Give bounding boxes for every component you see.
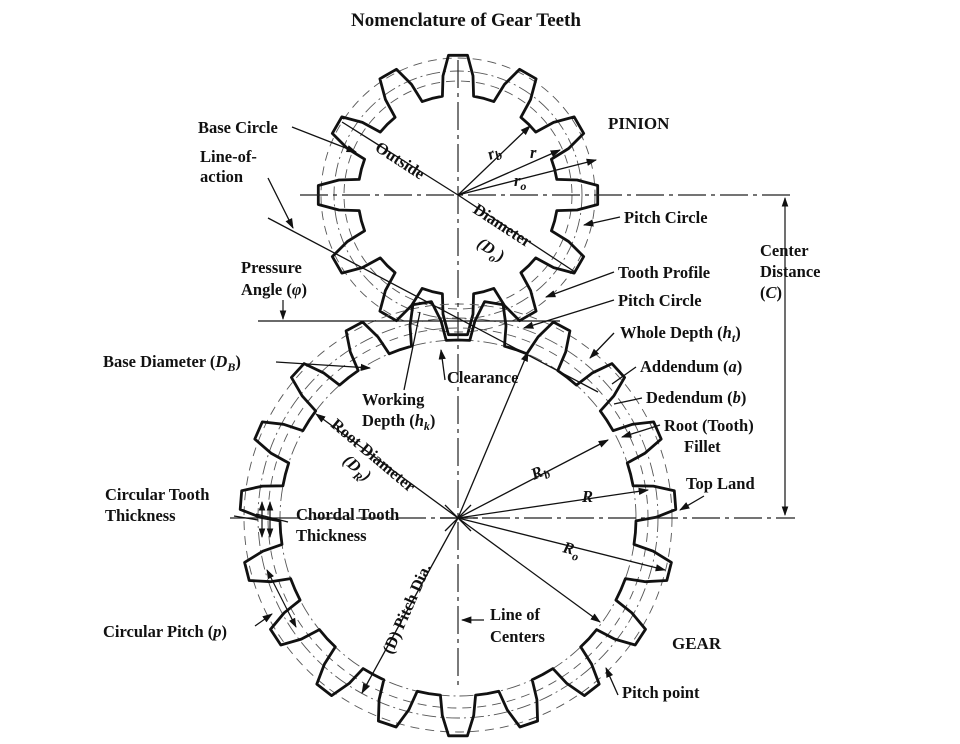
ro-label: ro bbox=[514, 171, 526, 193]
pitch-diameter-label: (D) Pitch Dia. bbox=[378, 561, 435, 657]
dedendum-leader bbox=[613, 397, 643, 405]
outside-diameter-line-a bbox=[341, 121, 459, 196]
circular-pitch-label: Circular Pitch (p) bbox=[103, 622, 227, 641]
pinion-ro-line bbox=[457, 158, 598, 196]
working-depth-label-2: Depth (hk) bbox=[362, 411, 435, 433]
line-of-action-label-1: Line-of- bbox=[200, 147, 257, 166]
dedendum-label: Dedendum (b) bbox=[646, 388, 746, 407]
pinion-rb-line bbox=[457, 125, 531, 196]
tooth-profile-label: Tooth Profile bbox=[618, 263, 710, 282]
gear-radius-line-down bbox=[457, 517, 601, 623]
R-label: R bbox=[581, 487, 593, 506]
gear-heading: GEAR bbox=[672, 634, 722, 653]
center-distance-label-2: Distance bbox=[760, 262, 821, 281]
gear-center-cross-c bbox=[444, 504, 472, 532]
pitch-diameter-line bbox=[361, 517, 459, 694]
base-circle-label: Base Circle bbox=[198, 118, 278, 137]
addendum-leader bbox=[611, 366, 637, 385]
line-of-centers-label-2: Centers bbox=[490, 627, 546, 646]
working-depth-label-1: Working bbox=[362, 390, 425, 409]
Rb-label: Rb bbox=[527, 459, 552, 486]
pinion-heading: PINION bbox=[608, 114, 670, 133]
top-land-label: Top Land bbox=[686, 474, 755, 493]
gear-tooth-outline bbox=[238, 300, 678, 738]
outside-diameter-line-b bbox=[457, 194, 576, 273]
chordal-tooth-thickness-label-2: Thickness bbox=[296, 526, 367, 545]
line-of-action-leader bbox=[267, 177, 294, 229]
line-of-action-label-2: action bbox=[200, 167, 243, 186]
gear-radius-line-up bbox=[457, 351, 529, 519]
circular-tooth-thickness-label-1: Circular Tooth bbox=[105, 485, 209, 504]
pinion-pitch-circle-leader bbox=[582, 216, 621, 227]
clearance-label: Clearance bbox=[447, 368, 518, 387]
root-fillet-label-2: Fillet bbox=[684, 437, 721, 456]
outside-label: Outside bbox=[372, 137, 428, 183]
pitch-point-leader bbox=[605, 667, 619, 696]
clearance-leader bbox=[438, 348, 446, 381]
pinion-r-line bbox=[457, 149, 561, 196]
base-circle-leader bbox=[291, 126, 357, 153]
gear-Rb-line bbox=[457, 439, 609, 519]
gear-Ro-line bbox=[457, 517, 667, 572]
base-diameter-label: Base Diameter (DB) bbox=[103, 352, 241, 374]
whole-depth-label: Whole Depth (ht) bbox=[620, 323, 741, 345]
center-distance-label-3: (C) bbox=[760, 283, 782, 302]
r-label: r bbox=[530, 143, 537, 162]
working-depth-leader bbox=[403, 311, 421, 391]
circular-pitch-leader bbox=[254, 613, 273, 627]
base-diameter-leader bbox=[275, 361, 372, 372]
circular-pitch-arc bbox=[266, 569, 297, 628]
pitch-point-label: Pitch point bbox=[622, 683, 700, 702]
root-fillet-leader bbox=[621, 424, 661, 438]
whole-depth-leader bbox=[589, 332, 615, 359]
root-diameter-line bbox=[315, 413, 459, 519]
gear-pitch-circle-leader bbox=[523, 299, 615, 329]
pinion-tooth-outline bbox=[316, 53, 600, 337]
line-of-centers-label-1: Line of bbox=[490, 605, 540, 624]
top-land-leader bbox=[679, 495, 705, 511]
addendum-label: Addendum (a) bbox=[640, 357, 742, 376]
pinion-pitch-circle-label: Pitch Circle bbox=[624, 208, 708, 227]
do-label: (Do) bbox=[472, 233, 509, 268]
line-of-action bbox=[267, 217, 599, 393]
circular-tooth-thickness-leader bbox=[233, 515, 259, 521]
center-distance-label-1: Center bbox=[760, 241, 809, 260]
pressure-angle-label-2: Angle (φ) bbox=[241, 280, 307, 299]
diagram-title: Nomenclature of Gear Teeth bbox=[351, 10, 581, 31]
chordal-tooth-thickness-label-1: Chordal Tooth bbox=[296, 505, 399, 524]
gear-R-line bbox=[457, 487, 650, 519]
circular-tooth-thickness-label-2: Thickness bbox=[105, 506, 176, 525]
Ro-label: Ro bbox=[559, 537, 582, 564]
gear-pitch-circle-label: Pitch Circle bbox=[618, 291, 702, 310]
pressure-angle-label-1: Pressure bbox=[241, 258, 302, 277]
tooth-profile-leader bbox=[545, 271, 615, 298]
root-fillet-label-1: Root (Tooth) bbox=[664, 416, 754, 435]
